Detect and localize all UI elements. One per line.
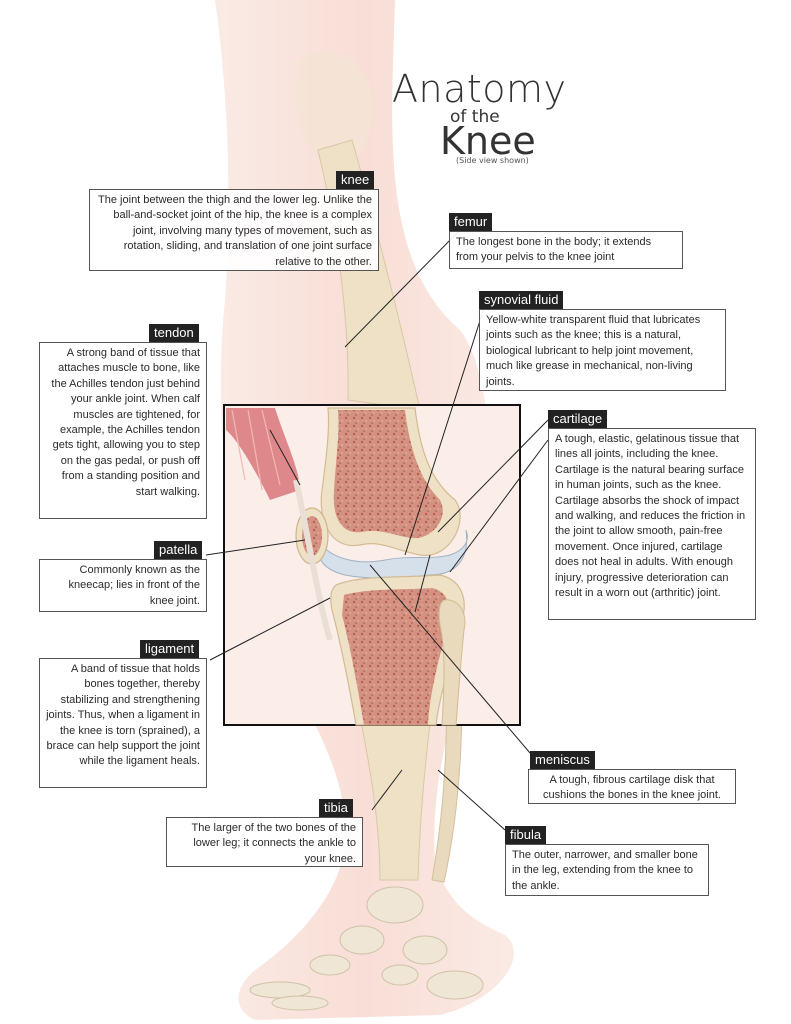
ligament-description: A band of tissue that holds bones togeth…: [39, 658, 207, 788]
title-note: (Side view shown): [456, 156, 529, 165]
meniscus-description: A tough, fibrous cartilage disk that cus…: [528, 769, 736, 804]
femur-label: femur: [449, 213, 493, 231]
meniscus-label: meniscus: [530, 751, 595, 769]
ligament-label: ligament: [140, 640, 200, 658]
fibula-description: The outer, narrower, and smaller bone in…: [505, 844, 709, 896]
fibula-label: fibula: [505, 826, 547, 844]
tendon-label: tendon: [149, 324, 199, 342]
title-of-the: of the: [450, 107, 500, 127]
cartilage-description: A tough, elastic, gelatinous tissue that…: [548, 428, 756, 620]
femur-description: The longest bone in the body; it extends…: [449, 231, 683, 269]
title-knee: Knee: [440, 119, 536, 163]
knee-label: knee: [336, 171, 375, 189]
knee-inset-content: [226, 407, 468, 726]
foot-bones: [249, 886, 484, 1011]
tibia-label: tibia: [319, 799, 353, 817]
leader-lines: [205, 231, 549, 831]
patella-label: patella: [154, 541, 203, 559]
knee-description: The joint between the thigh and the lowe…: [89, 189, 379, 271]
tibia-description: The larger of the two bones of the lower…: [166, 817, 363, 867]
synovial-fluid-label: synovial fluid: [479, 291, 564, 309]
pelvis-shape: [296, 52, 373, 166]
cartilage-label: cartilage: [548, 410, 608, 428]
synovial-fluid-description: Yellow-white transparent fluid that lubr…: [479, 309, 726, 391]
title-anatomy: Anatomy: [392, 67, 567, 111]
tendon-description: A strong band of tissue that attaches mu…: [39, 342, 207, 519]
patella-description: Commonly known as the kneecap; lies in f…: [39, 559, 207, 612]
